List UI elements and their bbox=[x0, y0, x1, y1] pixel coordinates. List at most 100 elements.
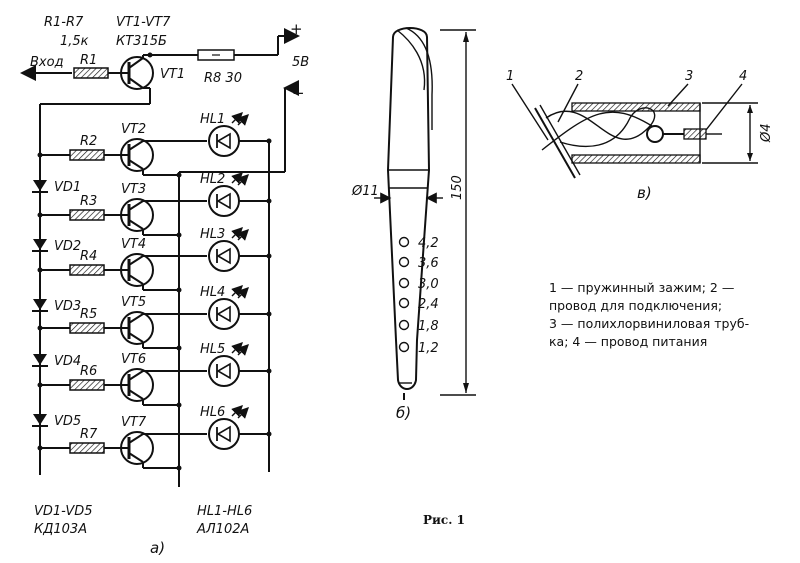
led-label: HL3 bbox=[200, 227, 225, 242]
probe-scale-label: 1,2 bbox=[418, 341, 439, 356]
diode-label: VD3 bbox=[54, 299, 81, 314]
diode-label: VD1 bbox=[54, 180, 81, 195]
led-hl5 bbox=[208, 355, 240, 387]
led-label: HL4 bbox=[200, 285, 225, 300]
transistor-vt7 bbox=[120, 431, 154, 465]
caption-a: а) bbox=[150, 539, 165, 557]
caption-b: б) bbox=[396, 404, 411, 422]
probe-led-window bbox=[398, 277, 410, 289]
transistor-label: VT5 bbox=[121, 295, 146, 310]
power-wire bbox=[683, 128, 707, 140]
resistor-label: R4 bbox=[80, 249, 97, 264]
minus-terminal-label: − bbox=[292, 84, 305, 102]
probe-scale-label: 4,2 bbox=[418, 236, 439, 251]
callout-3: 3 bbox=[685, 69, 693, 84]
probe-diameter-label: Ø11 bbox=[351, 184, 379, 199]
caption-v: в) bbox=[637, 184, 652, 202]
transistor-type-label: КТ315Б bbox=[116, 34, 167, 49]
led-hl4 bbox=[208, 298, 240, 330]
resistor-value-label: 1,5к bbox=[60, 34, 89, 49]
probe-drawing: 150 Ø11 4,2 3,6 3,0 2,4 1,8 1,2 б) bbox=[351, 27, 476, 422]
schematic-diagram: R1-R7 1,5к VT1-VT7 КТ315Б Вход R1 VT1 R8… bbox=[20, 15, 309, 557]
resistor-label: R6 bbox=[80, 364, 97, 379]
diode-vd1: VD1 bbox=[32, 180, 81, 195]
probe-scale-label: 1,8 bbox=[418, 319, 439, 334]
transistor-label: VT2 bbox=[121, 122, 146, 137]
probe-led-window bbox=[398, 256, 410, 268]
diode-vd3: VD3 bbox=[32, 299, 81, 314]
diode-vd5: VD5 bbox=[32, 414, 81, 429]
resistor-r6 bbox=[69, 379, 105, 391]
led-label: HL2 bbox=[200, 172, 225, 187]
resistor-label: R5 bbox=[80, 307, 97, 322]
connection-wire bbox=[534, 107, 576, 179]
figure-caption: Рис. 1 bbox=[423, 513, 465, 527]
pvc-tube-top bbox=[571, 102, 701, 112]
probe-led-window bbox=[398, 236, 410, 248]
probe-clip bbox=[405, 27, 433, 130]
led-label: HL6 bbox=[200, 405, 225, 420]
resistor-r3 bbox=[69, 209, 105, 221]
led-label: HL1 bbox=[200, 112, 225, 127]
led-hl3 bbox=[208, 240, 240, 272]
legend-line-4: ка; 4 — провод питания bbox=[549, 334, 708, 349]
legend-line-2: провод для подключения; bbox=[549, 298, 723, 313]
transistor-label: VT7 bbox=[121, 415, 147, 430]
led-hl1 bbox=[208, 125, 240, 157]
clip-diameter-label: Ø4 bbox=[759, 123, 774, 143]
resistor-r5 bbox=[69, 322, 105, 334]
clip-legend: 1 — пружинный зажим; 2 — провод для подк… bbox=[549, 279, 787, 351]
probe-led-window bbox=[398, 319, 410, 331]
callout-2: 2 bbox=[575, 69, 583, 84]
input-label: Вход bbox=[30, 55, 64, 70]
transistor-label: VT3 bbox=[121, 182, 146, 197]
legend-line-3: 3 — полихлорвиниловая труб- bbox=[549, 316, 750, 331]
probe-scale-label: 3,0 bbox=[418, 277, 439, 292]
diode-type-label: КД103А bbox=[34, 522, 87, 537]
diode-label: VD4 bbox=[54, 354, 81, 369]
transistor-label: VT6 bbox=[121, 352, 146, 367]
led-type-label: АЛ102А bbox=[196, 522, 249, 537]
probe-led-window bbox=[398, 341, 410, 353]
transistor-vt2 bbox=[120, 138, 154, 172]
transistor-group-label: VT1-VT7 bbox=[116, 15, 171, 30]
stage-1: R2 VT2 HL1 bbox=[37, 112, 272, 178]
legend-line-1: 1 — пружинный зажим; 2 — bbox=[549, 280, 735, 295]
callout-4: 4 bbox=[739, 69, 747, 84]
led-group-label: HL1-HL6 bbox=[197, 504, 252, 519]
plus-terminal-label: + bbox=[290, 20, 303, 38]
probe-body bbox=[386, 27, 431, 390]
resistor-r4 bbox=[69, 264, 105, 276]
resistor-label: R7 bbox=[80, 427, 98, 442]
diode-label: VD5 bbox=[54, 414, 81, 429]
probe-scale-label: 2,4 bbox=[418, 297, 439, 312]
led-hl6 bbox=[208, 418, 240, 450]
r8-label: R8 30 bbox=[204, 71, 242, 86]
diode-vd2: VD2 bbox=[32, 239, 81, 254]
clip-drawing: Ø4 1 2 3 4 в) bbox=[506, 69, 774, 202]
vt1-transistor bbox=[120, 56, 154, 90]
vt1-label: VT1 bbox=[160, 67, 185, 82]
diode-vd4: VD4 bbox=[32, 354, 81, 369]
transistor-vt3 bbox=[120, 198, 154, 232]
resistor-r2 bbox=[69, 149, 105, 161]
diode-label: VD2 bbox=[54, 239, 81, 254]
resistor-label: R2 bbox=[80, 134, 97, 149]
transistor-vt5 bbox=[120, 311, 154, 345]
probe-length-label: 150 bbox=[450, 175, 465, 200]
stage-6: R7 VT7 HL6 bbox=[37, 405, 272, 471]
probe-scale-label: 3,6 bbox=[418, 256, 439, 271]
stage-2: R3 VT3 HL2 bbox=[37, 172, 272, 238]
transistor-vt6 bbox=[120, 368, 154, 402]
voltage-label: 5В bbox=[292, 55, 309, 70]
probe-led-window bbox=[398, 297, 410, 309]
transistor-vt4 bbox=[120, 253, 154, 287]
r1-resistor bbox=[73, 67, 109, 79]
pvc-tube-bottom bbox=[571, 154, 701, 164]
spring-clamp bbox=[545, 107, 656, 148]
resistor-r7 bbox=[69, 442, 105, 454]
stage-4: R5 VT5 HL4 bbox=[37, 285, 272, 351]
resistor-label: R3 bbox=[80, 194, 97, 209]
